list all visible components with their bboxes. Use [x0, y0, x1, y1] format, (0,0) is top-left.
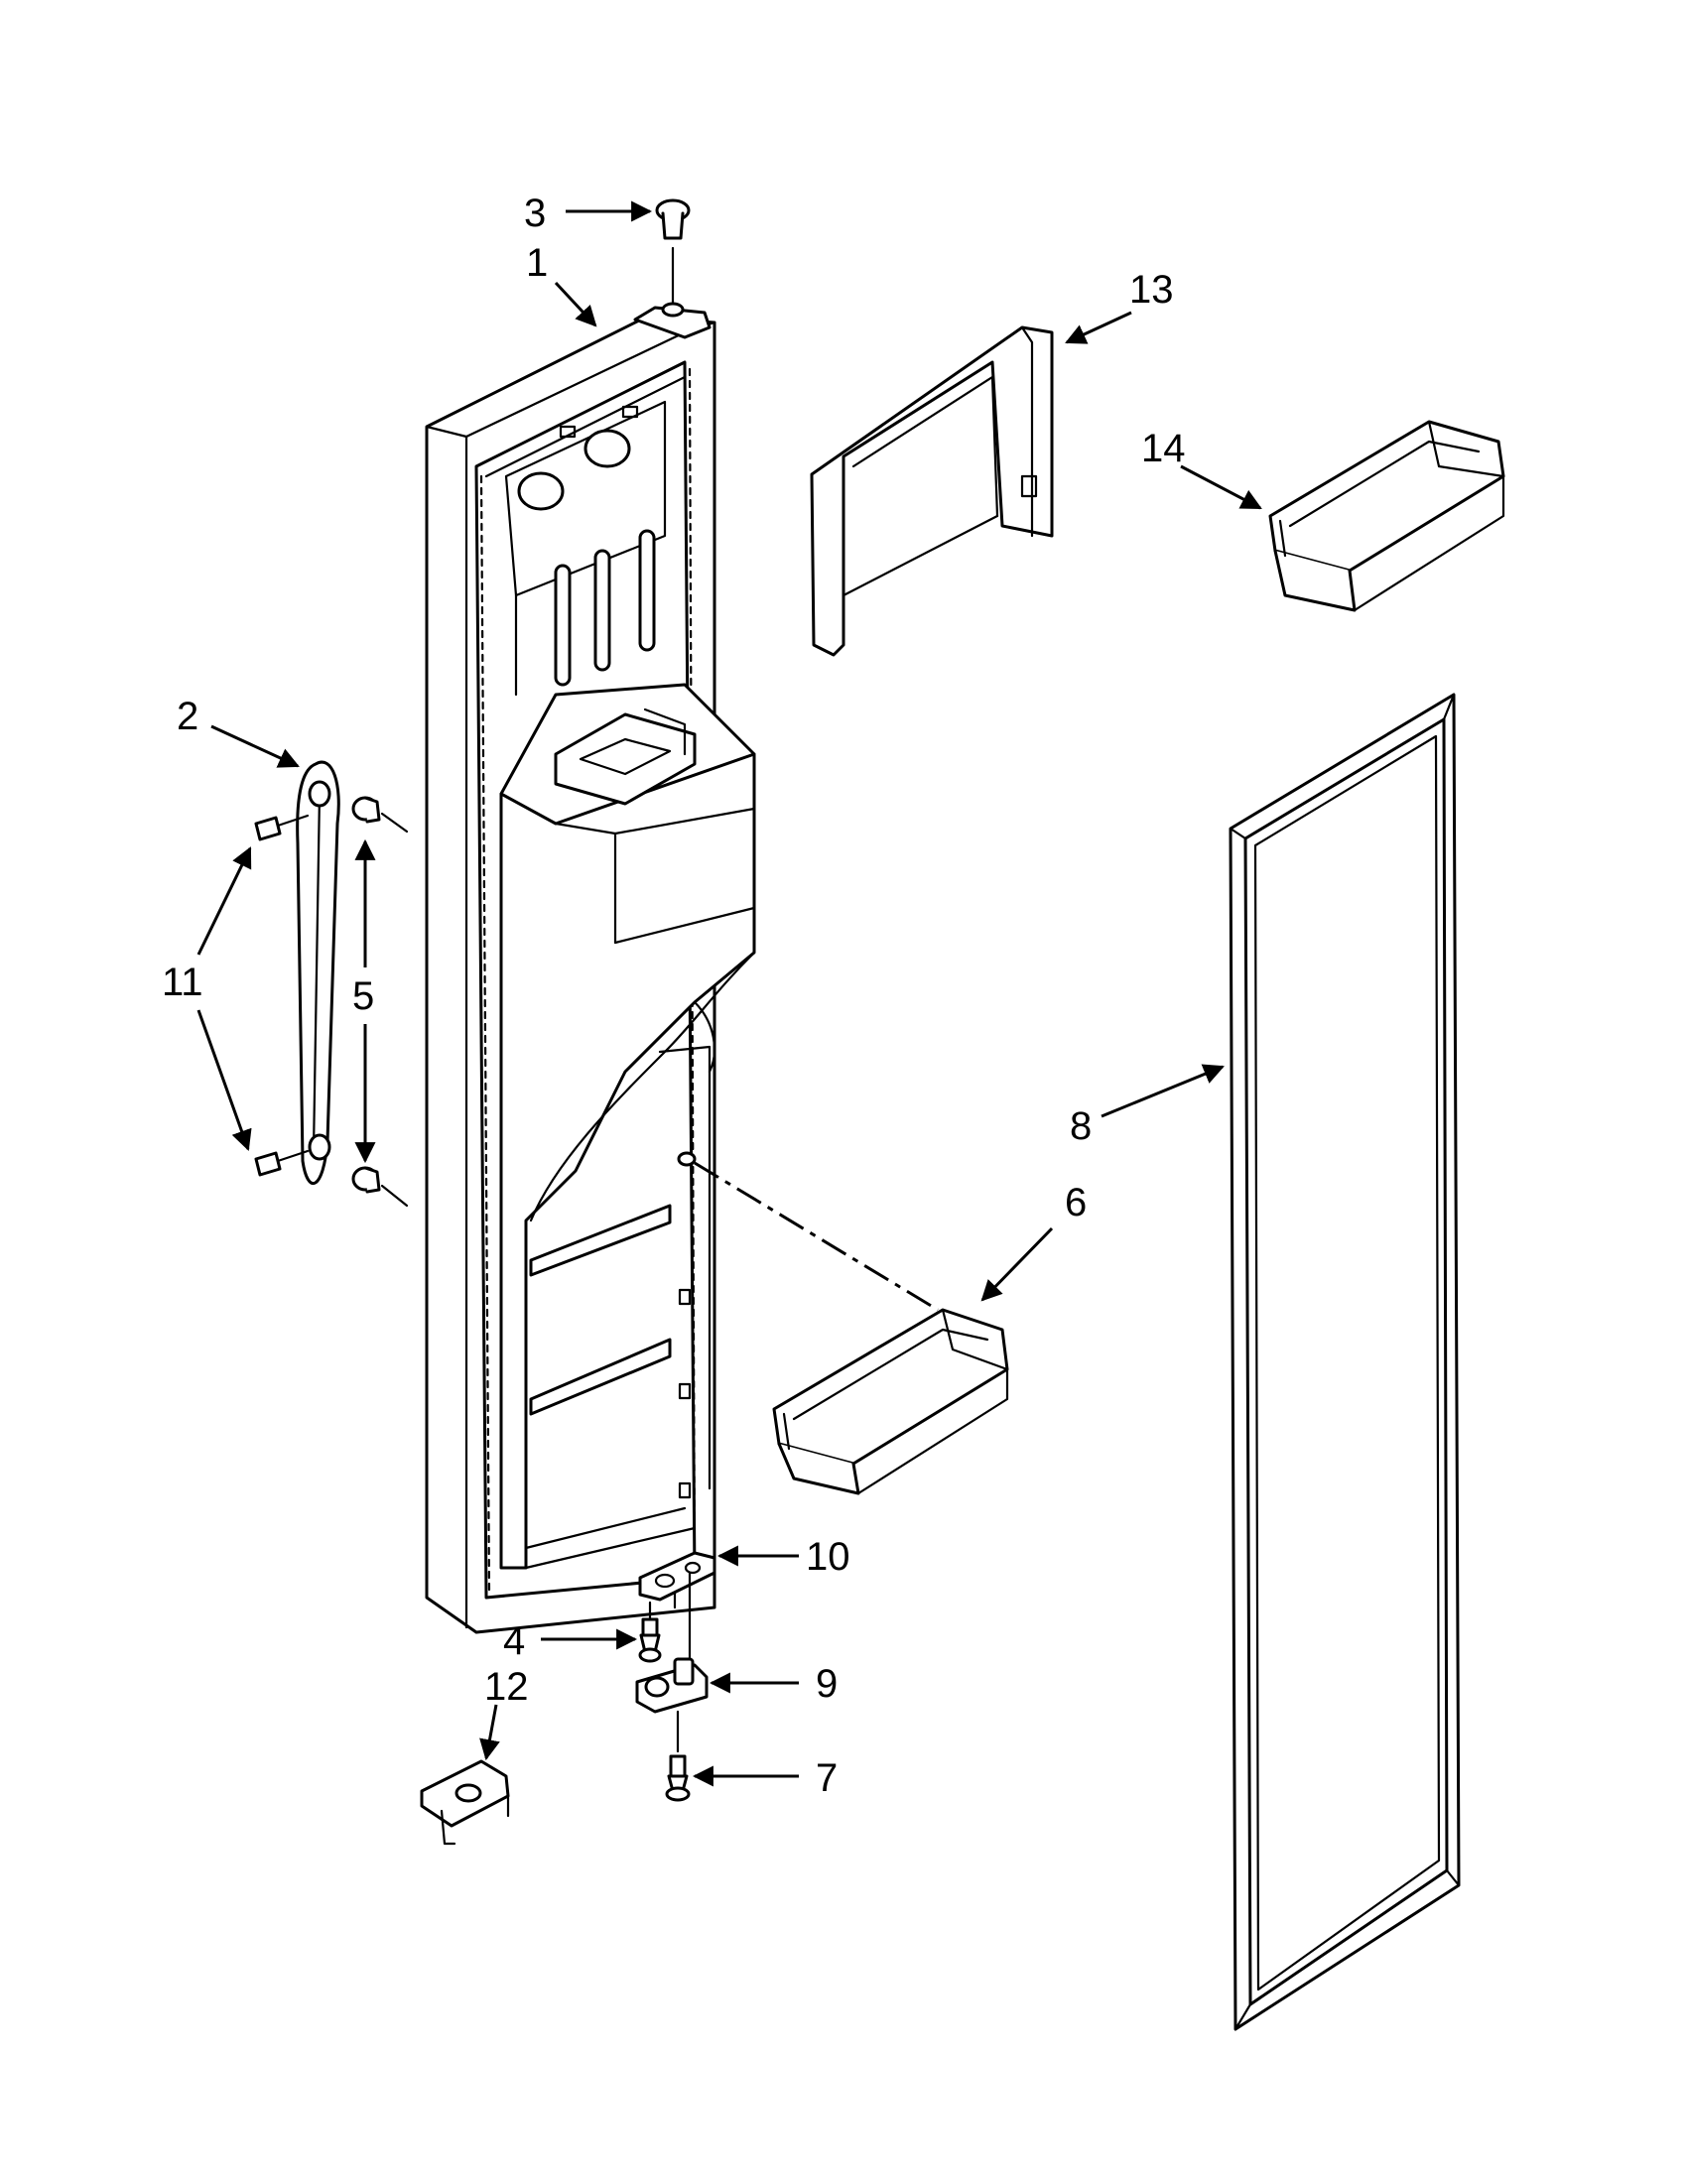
spacer-parts: [351, 796, 409, 1208]
door-assembly: [425, 306, 756, 1634]
callout-3: 3: [524, 192, 546, 235]
hinge-shim-part: [638, 1551, 716, 1669]
alignment-line: [694, 1161, 939, 1312]
hinge-pin-part: [655, 198, 691, 318]
callout-6: 6: [1065, 1181, 1087, 1224]
hinge-cover-part: [420, 1759, 510, 1846]
dispenser-trim-part: [810, 325, 1054, 657]
callout-13: 13: [1129, 268, 1174, 312]
handle-part: [296, 760, 340, 1185]
door-bin-part: [772, 1308, 1009, 1495]
callout-9: 9: [816, 1662, 838, 1706]
callout-10: 10: [806, 1535, 850, 1579]
leader-lines: [196, 200, 1262, 1787]
hinge-screw-part: [638, 1617, 662, 1663]
callout-8: 8: [1070, 1104, 1092, 1148]
callout-7: 7: [816, 1756, 838, 1800]
callout-14: 14: [1141, 427, 1186, 470]
callout-numbers: 3 1 13 14 2 11 5 8 6 10 4 12 9 7: [162, 192, 1186, 1800]
callout-2: 2: [177, 695, 198, 738]
callout-11: 11: [162, 961, 203, 1004]
callout-12: 12: [484, 1665, 529, 1709]
set-screw-parts: [254, 814, 310, 1177]
door-gasket-part: [1229, 693, 1461, 2031]
callout-1: 1: [526, 241, 548, 285]
bottom-hinge-part: [635, 1657, 709, 1753]
small-door-bin-part: [1268, 420, 1505, 612]
callout-5: 5: [352, 974, 374, 1018]
hinge-bolt-part: [665, 1754, 691, 1802]
callout-4: 4: [503, 1619, 525, 1663]
